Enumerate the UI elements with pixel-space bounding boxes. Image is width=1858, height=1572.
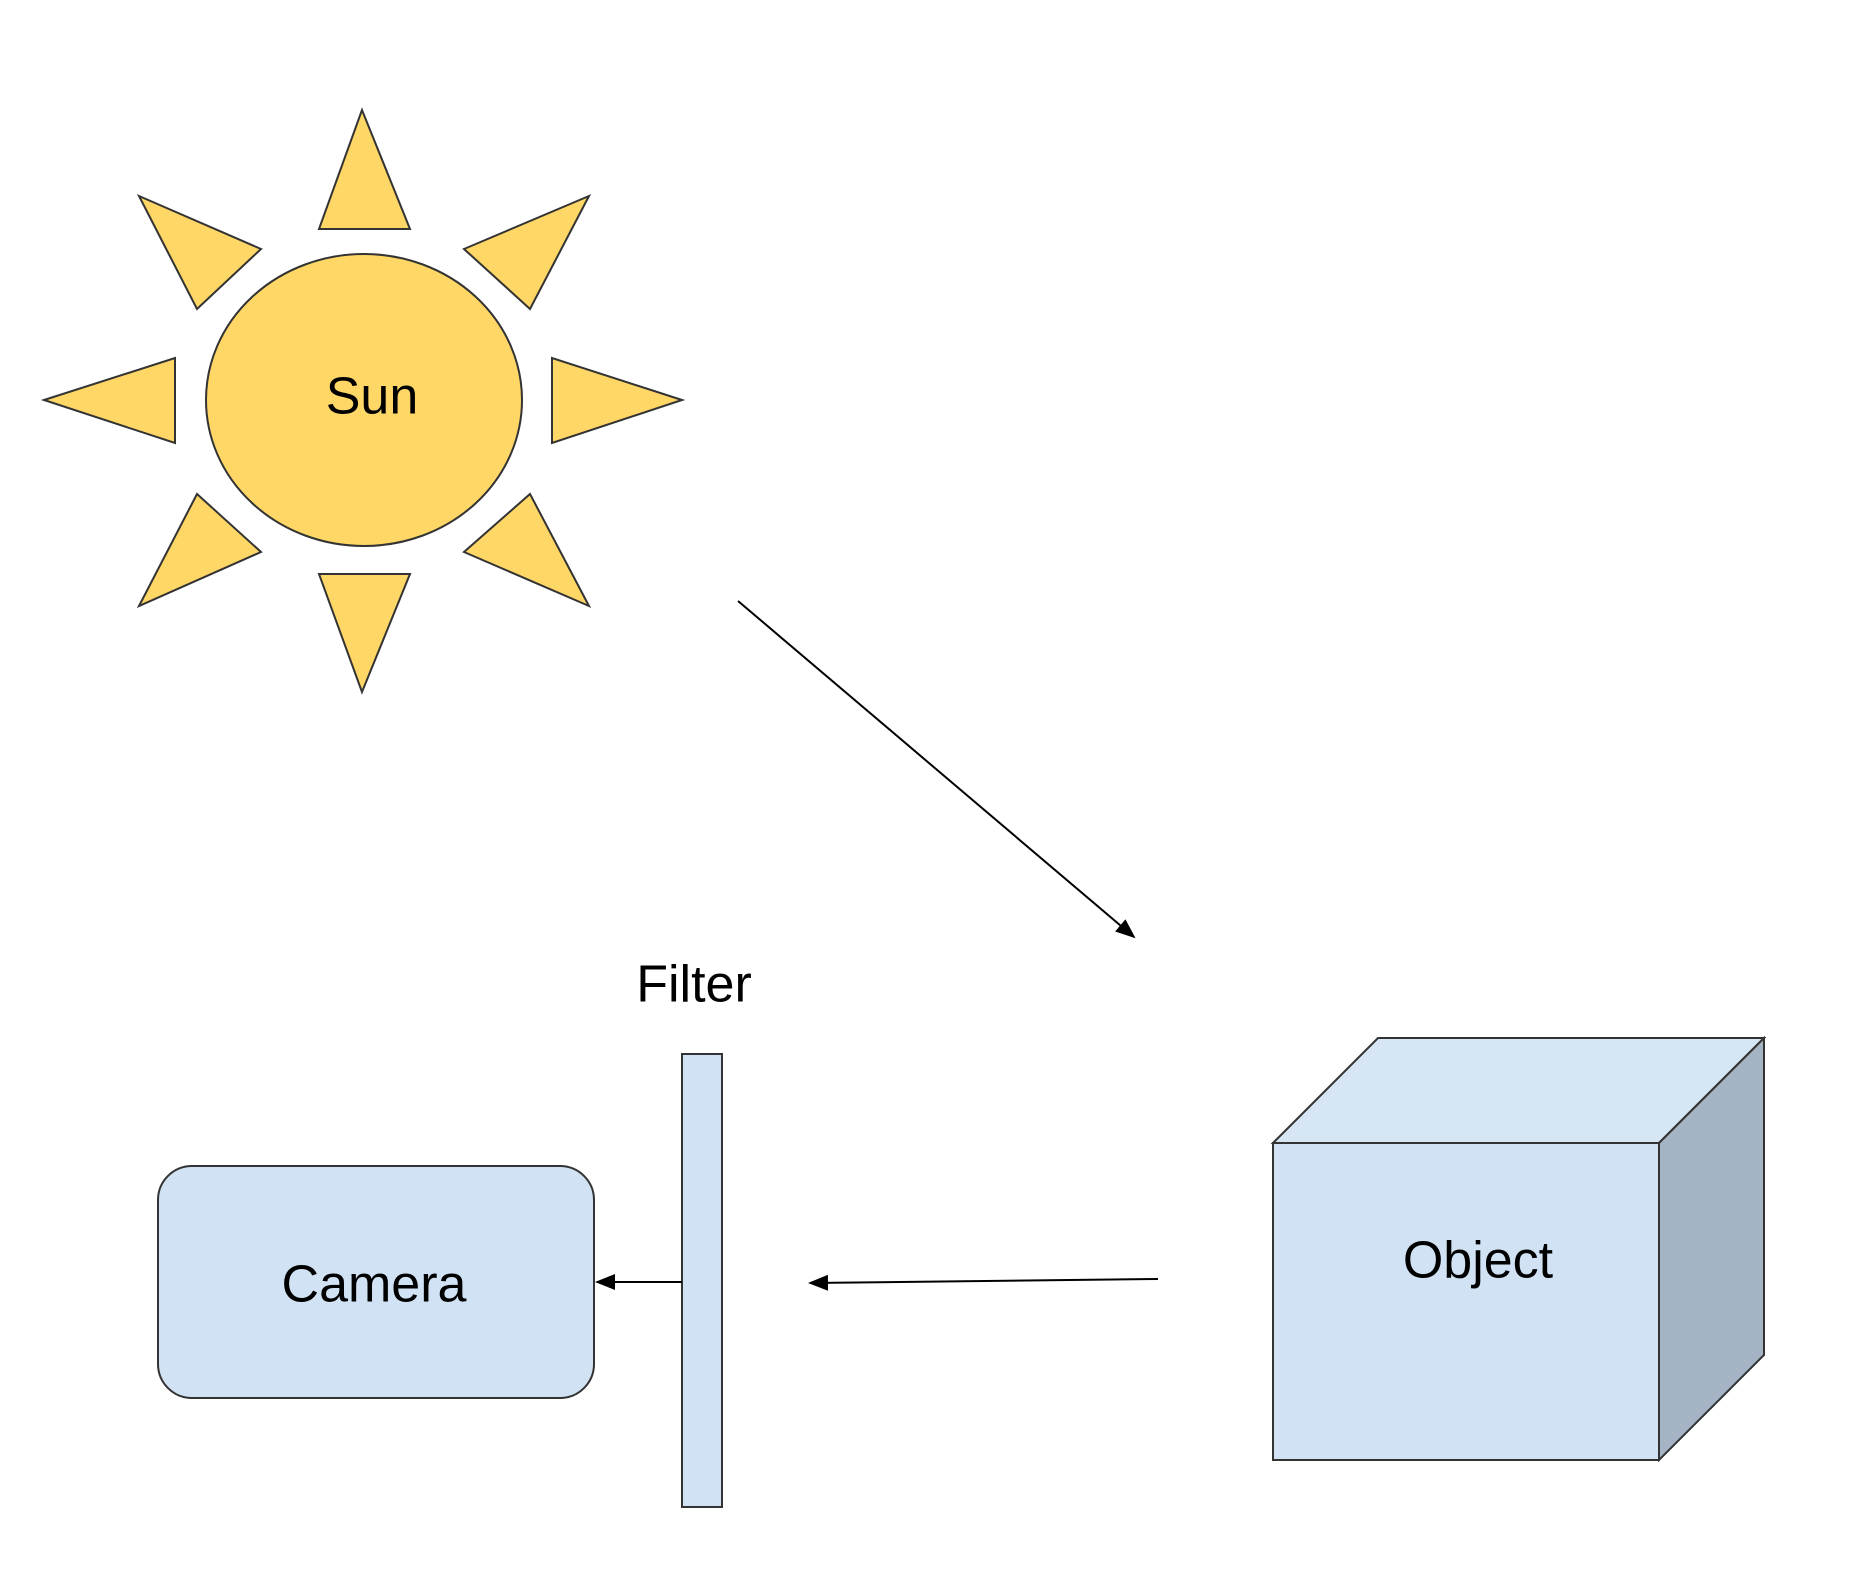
camera-box[interactable]: Camera bbox=[157, 1165, 595, 1399]
sun-ray-left bbox=[40, 356, 176, 445]
camera-label: Camera bbox=[282, 1256, 467, 1314]
sun-ray-right bbox=[551, 356, 686, 445]
sun-ray-bottom bbox=[317, 573, 412, 695]
sun-shape[interactable]: Sun bbox=[40, 107, 686, 695]
arrow-object-to-filter bbox=[808, 1274, 1159, 1291]
filter-label: Filter bbox=[636, 956, 752, 1014]
sun-body bbox=[205, 253, 523, 547]
object-label: Object bbox=[1403, 1232, 1554, 1290]
sun-label: Sun bbox=[326, 368, 419, 426]
sun-ray-top-left bbox=[136, 193, 263, 311]
object-front-face bbox=[1272, 1142, 1660, 1461]
sun-ray-bottom-left bbox=[136, 492, 263, 609]
sun-ray-bottom-right bbox=[462, 492, 592, 609]
camera-body bbox=[157, 1165, 595, 1399]
sun-ray-top bbox=[317, 107, 412, 230]
sun-ray-top-right bbox=[462, 193, 592, 311]
filter-plate[interactable] bbox=[681, 1053, 723, 1508]
arrow-sun-to-object bbox=[737, 600, 1136, 939]
object-cube[interactable]: Object bbox=[1270, 1035, 1767, 1463]
